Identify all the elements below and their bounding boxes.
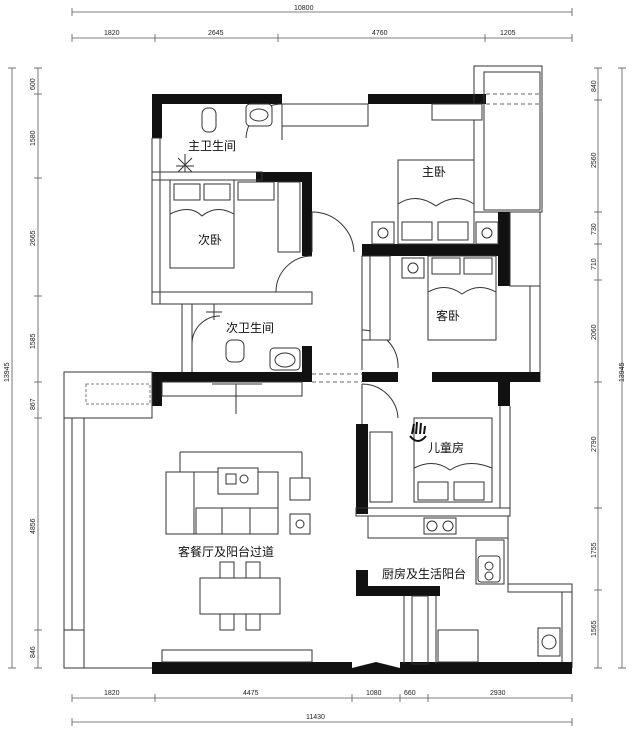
room-master-bedroom: 主卧 [422,165,446,179]
dining-table [199,577,281,615]
right-total-dim: 13945 [619,362,626,382]
right-seg-6: 2790 [591,436,598,452]
left-total-dim: 13945 [4,362,11,382]
top-seg-1: 1820 [104,30,120,37]
right-seg-8: 1565 [591,620,598,636]
right-seg-1: 840 [591,80,598,92]
stove-icon [423,517,457,535]
top-seg-3: 4760 [372,30,388,37]
tv-cabinet [161,381,303,397]
wardrobe-top [281,103,369,127]
toilet-master [201,107,217,133]
bottom-seg-1: 1820 [104,690,120,697]
room-guest-bedroom: 客卧 [436,308,460,323]
shower-icon [176,154,194,173]
bottom-seg-3: 1080 [366,690,382,697]
left-seg-3: 2665 [30,230,37,246]
walls [63,65,573,674]
right-seg-7: 1755 [591,542,598,558]
room-second-bedroom: 次卧 [198,233,222,247]
wardrobe-guest [369,255,391,341]
wardrobe-second [277,181,301,253]
top-total-dim: 10800 [294,5,314,12]
left-seg-2: 1580 [30,130,37,146]
wardrobe-kids [369,431,393,503]
sink-icon [477,555,501,583]
room-kids: 儿童房 [428,440,464,455]
dimension-lines: 10800 1820 2645 4760 1205 1820 4475 1080… [4,5,626,726]
bottom-total-dim: 11430 [306,714,325,721]
toilet-second [225,339,245,363]
top-seg-4: 1205 [500,30,516,37]
right-seg-4: 710 [591,258,598,270]
left-seg-5: 867 [30,398,37,410]
coffee-table [217,467,259,495]
room-second-bath: 次卫生间 [226,321,274,335]
left-seg-4: 1585 [30,333,37,349]
bottom-seg-2: 4475 [243,690,259,697]
bottom-seg-5: 2930 [490,690,506,697]
room-master-bath: 主卫生间 [188,139,236,153]
hand-icon [409,421,427,442]
washing-machine-icon [537,627,561,657]
room-living-dining: 客餐厅及阳台过道 [178,544,274,559]
basin-master [245,103,273,127]
bottom-seg-4: 660 [404,690,416,697]
right-seg-3: 730 [591,223,598,235]
left-seg-1: 600 [30,78,37,90]
top-seg-2: 2645 [208,30,224,37]
left-seg-6: 4856 [30,518,37,534]
room-kitchen: 厨房及生活阳台 [382,566,466,581]
room-labels: 主卫生间 主卧 次卧 次卫生间 客卧 儿童房 客餐厅及阳台过道 厨房及生活阳台 [178,139,466,581]
right-seg-2: 2560 [591,152,598,168]
right-seg-5: 2060 [591,324,598,340]
furniture [161,103,561,663]
shower-icon-second [206,304,222,320]
left-seg-7: 846 [30,646,37,658]
